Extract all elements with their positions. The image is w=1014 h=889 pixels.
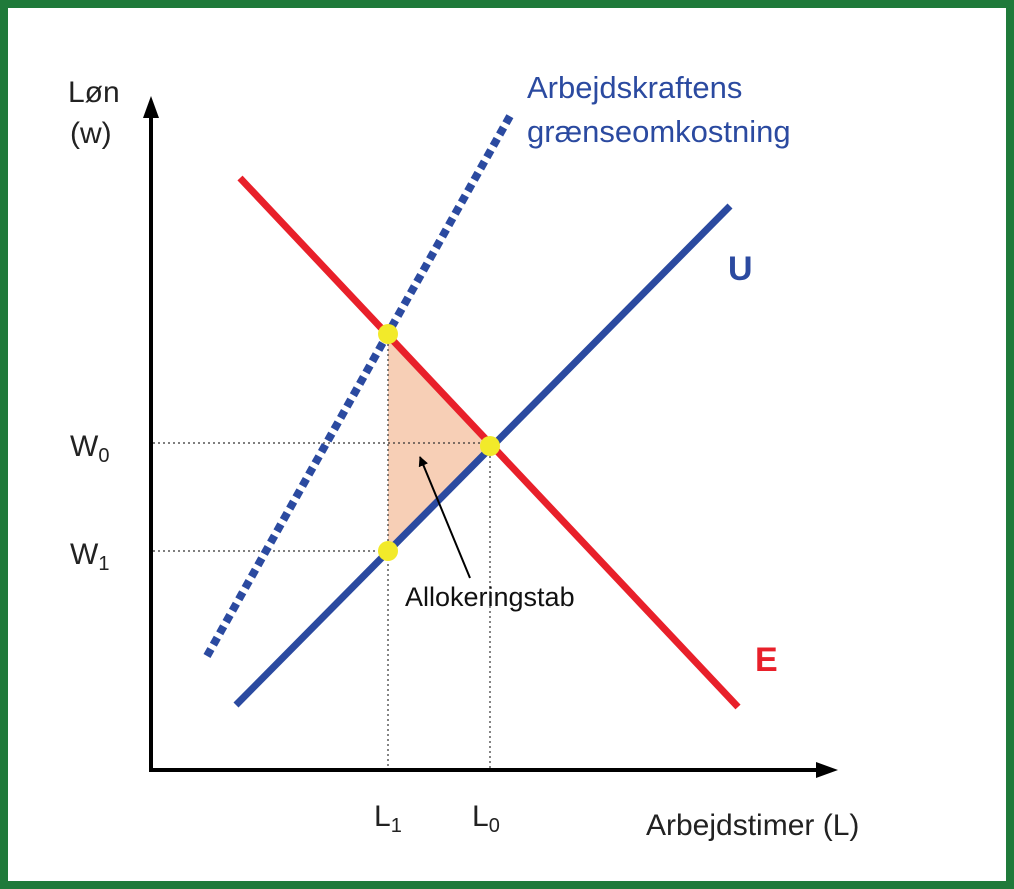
supply-curve-u bbox=[233, 203, 733, 708]
w1-tick-label: W1 bbox=[70, 538, 109, 575]
y-axis-label-line1: Løn bbox=[68, 76, 120, 109]
x-axis-label: Arbejdstimer (L) bbox=[646, 809, 859, 842]
mc-label-line1: Arbejdskraftens bbox=[527, 70, 742, 105]
mc-demand-intersection-dot bbox=[378, 324, 398, 344]
y-axis-label-line2: (w) bbox=[70, 117, 112, 150]
w0-tick-label: W0 bbox=[70, 430, 109, 467]
equilibrium-dot bbox=[480, 436, 500, 456]
supply-label: U bbox=[728, 250, 753, 288]
marginal-cost-curve bbox=[203, 114, 514, 658]
loss-annotation-label: Allokeringstab bbox=[405, 582, 575, 612]
x-axis-arrow bbox=[816, 762, 838, 778]
mc-label-line2: grænseomkostning bbox=[527, 114, 791, 149]
y-axis-arrow bbox=[143, 96, 159, 118]
loss-annotation-arrow bbox=[418, 456, 471, 579]
l1-tick-label: L1 bbox=[374, 800, 402, 837]
w1-supply-dot bbox=[378, 541, 398, 561]
demand-label: E bbox=[755, 641, 778, 679]
l0-tick-label: L0 bbox=[472, 800, 500, 837]
